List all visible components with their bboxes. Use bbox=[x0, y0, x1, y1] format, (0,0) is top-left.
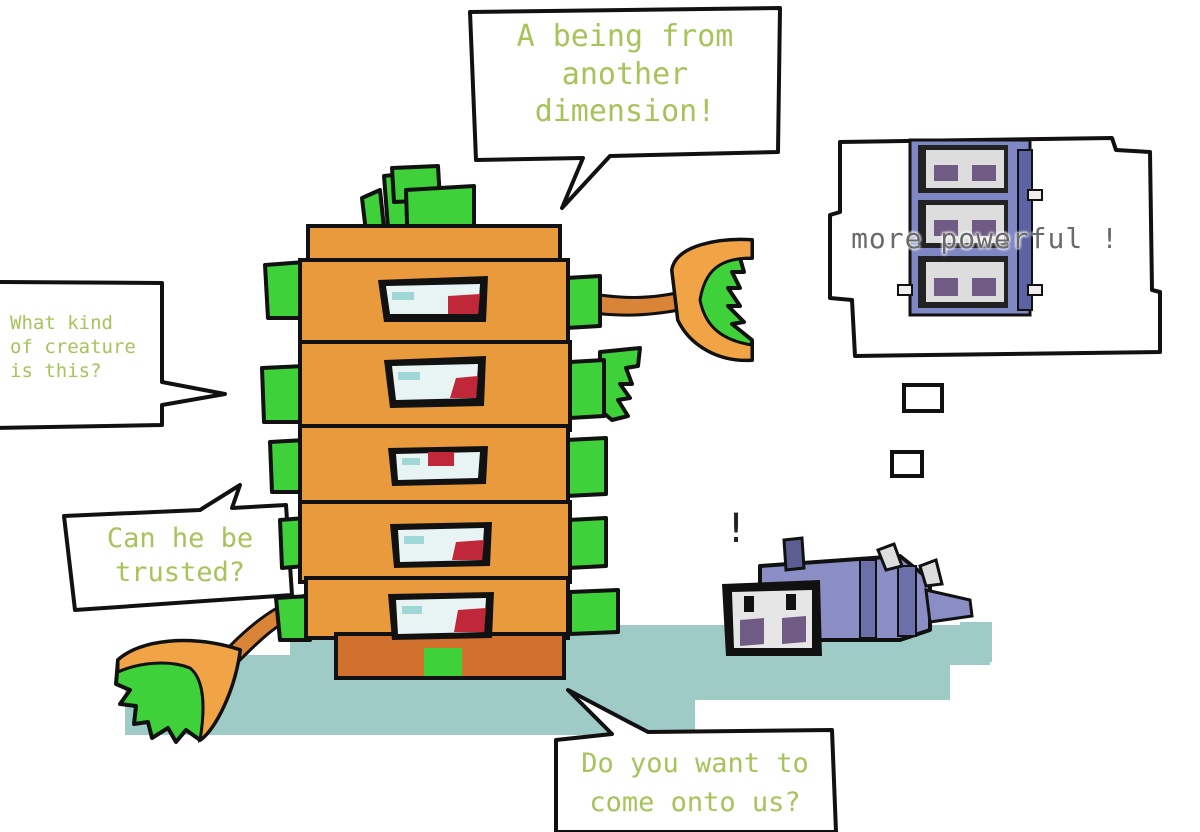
speech-bubble-middle-left bbox=[62, 483, 294, 612]
cabinet-body bbox=[298, 224, 572, 680]
thought-text-more-powerful: more powerful ! bbox=[851, 222, 1119, 255]
thought-creature-stack bbox=[897, 138, 1043, 317]
speech-text-being-from-another-dimension: A being from another dimension! bbox=[516, 19, 734, 129]
speech-bubble-bottom bbox=[554, 688, 838, 832]
eye-window-1 bbox=[378, 276, 488, 322]
side-leaves bbox=[260, 260, 620, 642]
eye-windows bbox=[378, 276, 494, 640]
eye-window-3 bbox=[388, 446, 488, 486]
eye-window-4 bbox=[390, 522, 492, 568]
speech-text-do-you-want-to-come: Do you want to come onto us? bbox=[581, 748, 809, 819]
exclamation-mark: ! bbox=[728, 506, 745, 552]
speech-bubble-left bbox=[0, 280, 227, 430]
lying-creature bbox=[722, 536, 974, 656]
speech-text-can-he-be-trusted: Can he be trusted? bbox=[106, 523, 254, 588]
upper-right-arm bbox=[568, 237, 754, 363]
eye-window-2 bbox=[384, 356, 486, 408]
middle-right-arm bbox=[598, 346, 642, 422]
speech-text-what-kind-of-creature: What kind of creature is this? bbox=[10, 312, 136, 382]
eye-window-5 bbox=[388, 592, 494, 640]
speech-bubble-top bbox=[468, 6, 782, 210]
